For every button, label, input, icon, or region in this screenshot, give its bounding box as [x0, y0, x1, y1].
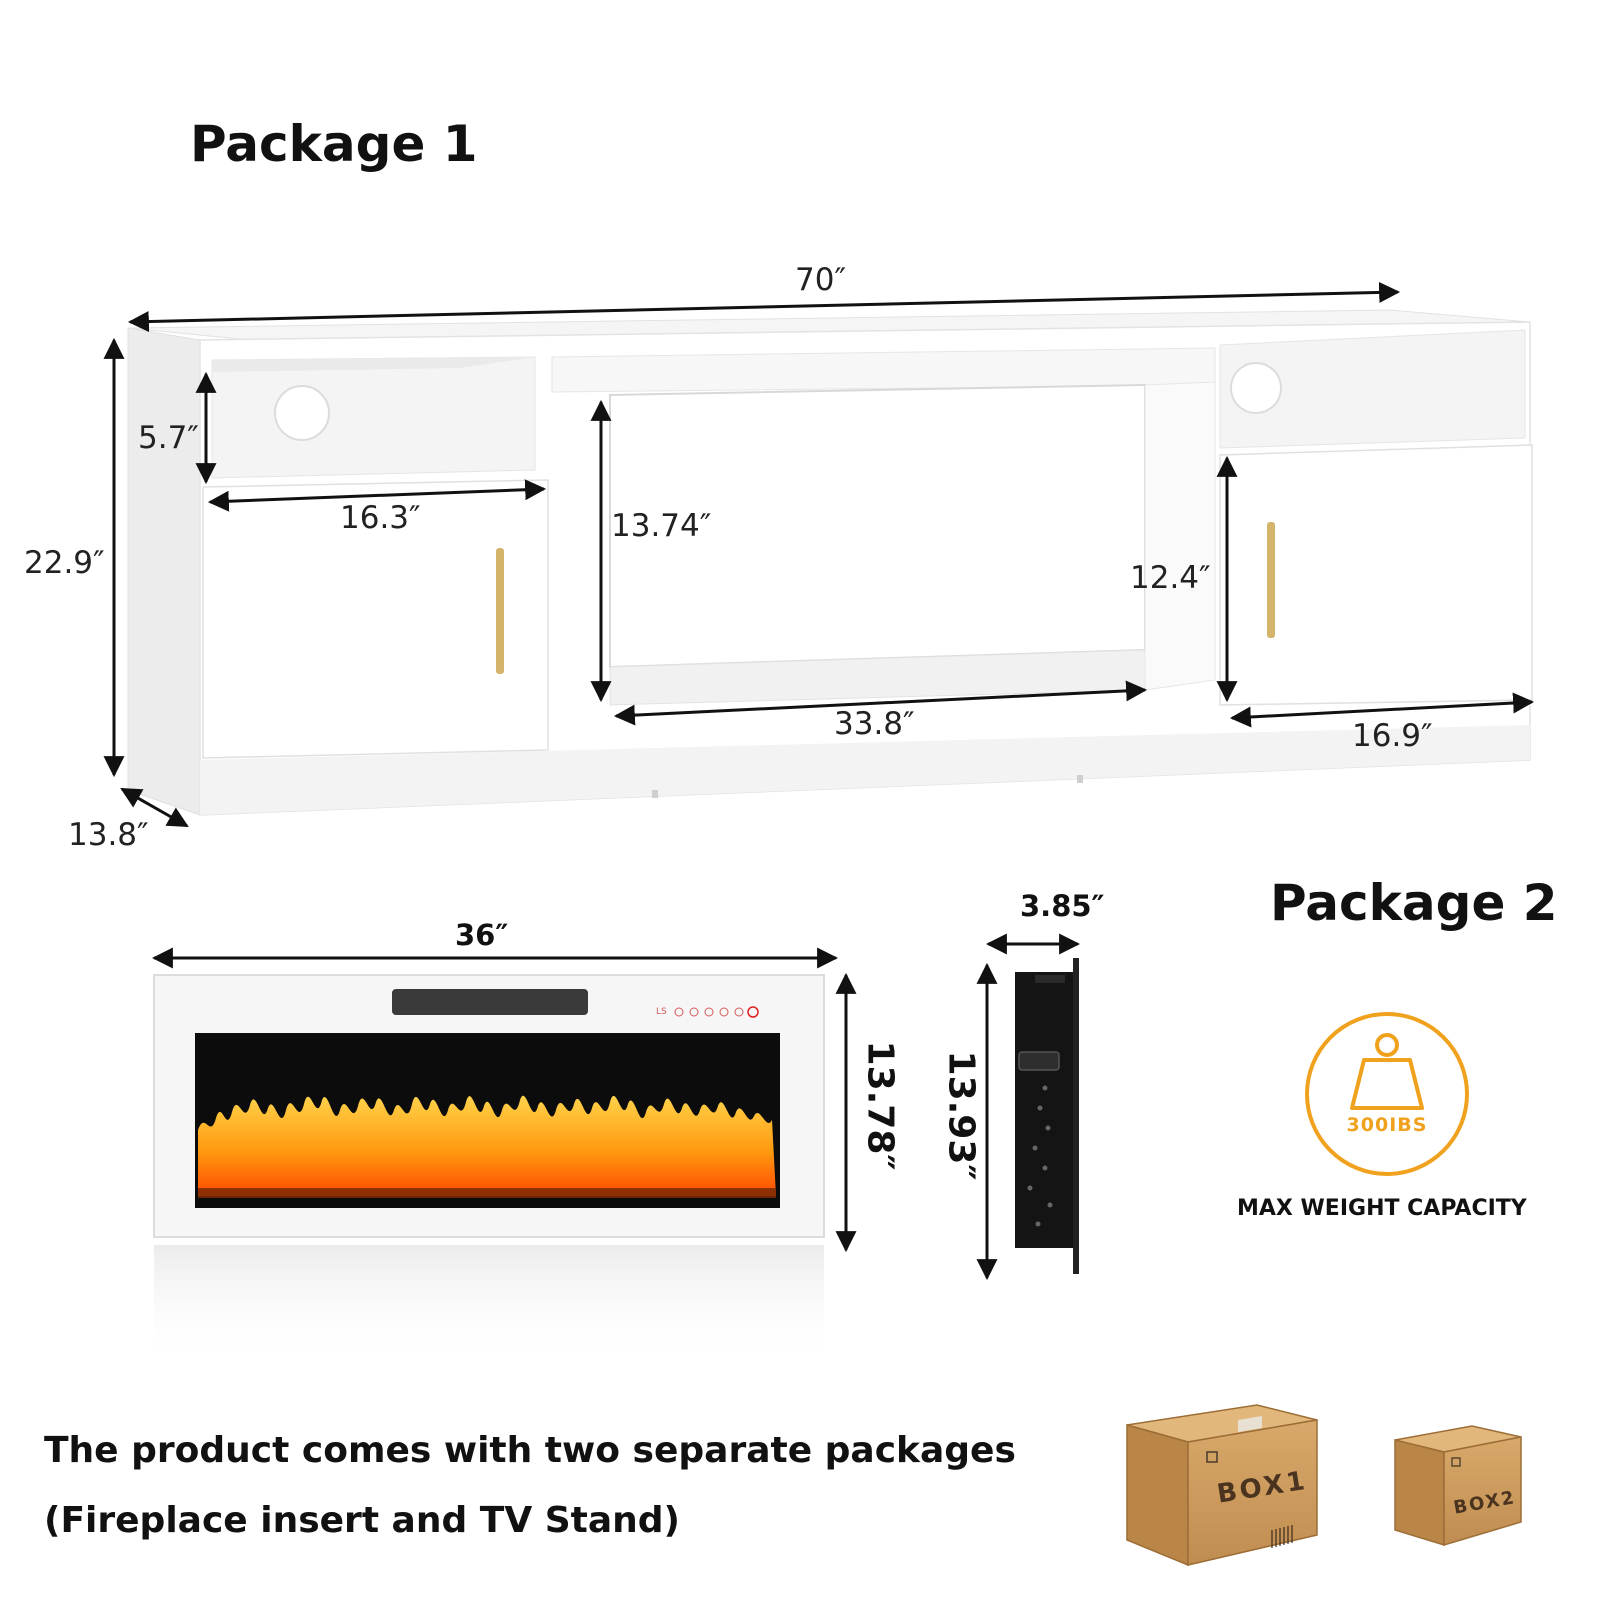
speaker-grille [392, 989, 588, 1015]
capacity-badge-text: 300IBS [1346, 1114, 1428, 1136]
shelf-height-label: 5.7″ [138, 420, 199, 456]
right-cabinet-width-label: 16.9″ [1352, 718, 1433, 754]
barcode-icon [1271, 1525, 1293, 1548]
insert-width-label: 36″ [455, 918, 509, 952]
side-height-label: 13.93″ [940, 1050, 982, 1181]
weight-capacity-badge [1305, 1012, 1469, 1176]
package1-dimension-arrows [103, 281, 1535, 828]
right-cabinet-height-label: 12.4″ [1130, 560, 1211, 596]
left-cabinet-width-label: 16.3″ [340, 500, 421, 536]
control-panel [674, 1006, 759, 1018]
opening-width-label: 33.8″ [834, 706, 915, 742]
width-label: 70″ [795, 262, 847, 298]
width-arrow [127, 281, 1401, 333]
tv-stand [127, 309, 1533, 816]
box1 [1126, 1404, 1318, 1567]
opening-width-arrow [613, 680, 1148, 726]
insert-height-label: 13.78″ [859, 1040, 901, 1171]
depth-arrow [120, 787, 189, 828]
opening-height-label: 13.74″ [611, 508, 712, 544]
weight-icon [1350, 1033, 1424, 1110]
package1-title: Package 1 [190, 115, 478, 173]
right-door-handle [1267, 522, 1275, 638]
package2-title: Package 2 [1270, 874, 1558, 932]
caption-line1: The product comes with two separate pack… [44, 1430, 1016, 1471]
flames [198, 1095, 776, 1196]
fragile-icon [1451, 1457, 1461, 1467]
side-depth-label: 3.85″ [1020, 889, 1105, 923]
package2-dimension-arrows [151, 933, 1081, 1281]
fragile-icon [1206, 1451, 1218, 1463]
height-label: 22.9″ [24, 545, 105, 581]
box2 [1394, 1425, 1522, 1547]
control-panel-label: LS [656, 1007, 667, 1017]
capacity-label: MAX WEIGHT CAPACITY [1237, 1196, 1527, 1221]
fireplace-insert-front [153, 974, 825, 1365]
caption-line2: (Fireplace insert and TV Stand) [44, 1500, 681, 1541]
left-cabinet-width-arrow [207, 479, 547, 512]
fireplace-insert-side [1015, 958, 1079, 1274]
right-cabinet-width-arrow [1229, 692, 1535, 728]
depth-label: 13.8″ [68, 817, 149, 853]
left-door-handle [496, 548, 504, 674]
